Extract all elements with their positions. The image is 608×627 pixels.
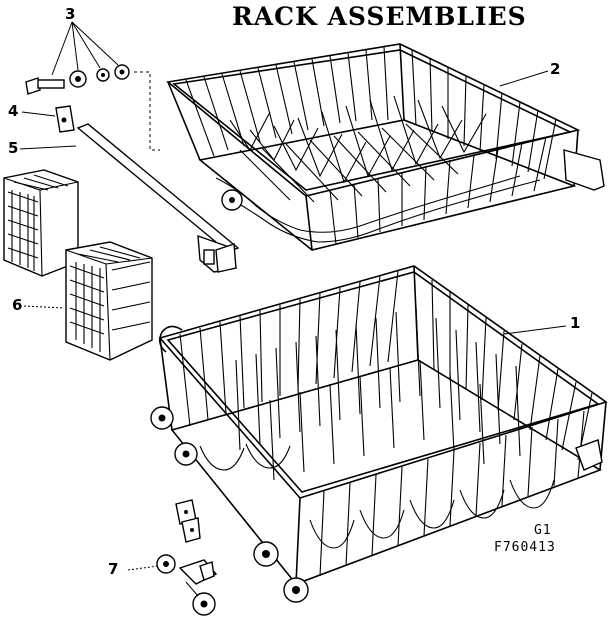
callout-2: 2 xyxy=(550,60,561,78)
part-1-lower-rack xyxy=(150,265,608,603)
part-2-upper-rack xyxy=(166,43,605,251)
part-3-leaders xyxy=(51,21,119,76)
part-3-fastener-set xyxy=(25,64,130,95)
part-6-silverware-basket-rear xyxy=(3,169,79,277)
callout-7: 7 xyxy=(108,560,119,578)
drawing-code-line1: G1 xyxy=(534,523,552,538)
part-6-silverware-basket-front xyxy=(23,241,153,361)
callout-4: 4 xyxy=(8,102,19,120)
callout-5: 5 xyxy=(8,139,19,157)
callout-3: 3 xyxy=(65,5,76,23)
part-7-roller-clip-set xyxy=(127,499,218,616)
diagram-title: RACK ASSEMBLIES xyxy=(232,2,527,31)
drawing-code-line2: F760413 xyxy=(494,540,556,555)
part-5-track-rail xyxy=(19,123,240,273)
callout-6: 6 xyxy=(12,296,23,314)
callout-1: 1 xyxy=(570,314,581,332)
alignment-dashed-line xyxy=(134,71,160,151)
part-4-clip xyxy=(21,105,75,133)
